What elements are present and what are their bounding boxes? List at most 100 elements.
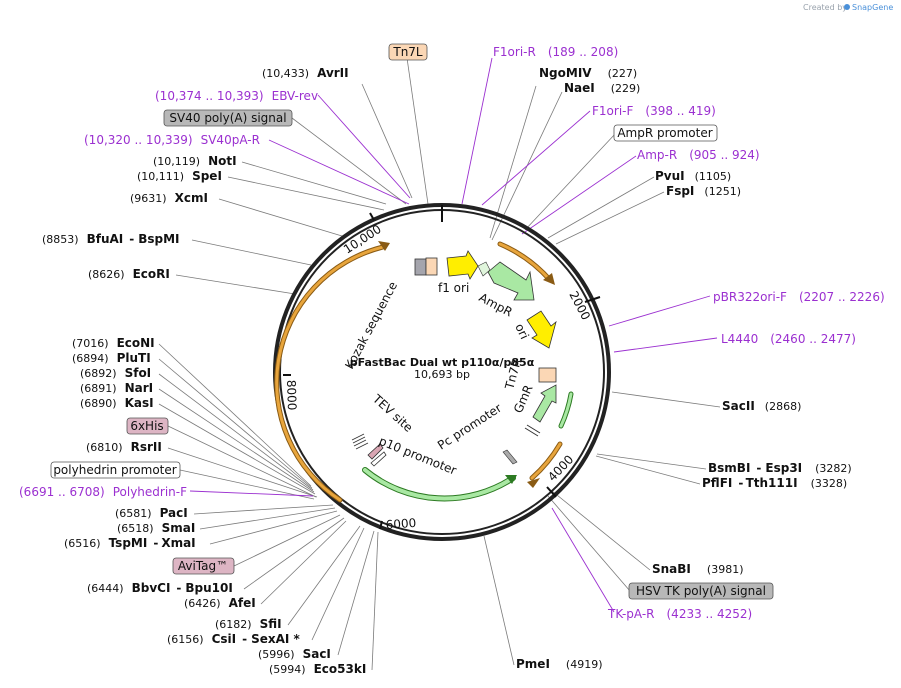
primer-name: F1ori-F	[592, 104, 633, 118]
ampr-promoter-box-label: AmpR promoter	[617, 126, 712, 140]
svg-text:(5996)SacI: (5996) SacI	[258, 647, 331, 661]
svg-text:(6444)BbvCI-Bpu10I: (6444)BbvCI-Bpu10I	[87, 581, 233, 595]
svg-text:pBR322ori-F(2207 .. 2226): pBR322ori-F(2207 .. 2226)	[713, 290, 885, 304]
svg-text:(6516)TspMI-XmaI: (6516)TspMI-XmaI	[64, 536, 196, 550]
svg-text:(10,111)SpeI: (10,111)SpeI	[137, 169, 222, 183]
sv40-polya-box	[163, 109, 293, 127]
his-tag-box-label: 6xHis	[130, 419, 163, 433]
enzyme-pos: (4919)	[566, 658, 603, 671]
svg-text:(7016)EcoNI: (7016) EcoNI	[72, 336, 155, 350]
enzyme-pos: (227)	[608, 67, 638, 80]
svg-text:(6892)SfoI: (6892)SfoI	[80, 366, 151, 380]
his-tag-box	[126, 417, 169, 435]
primer-name: TK-pA-R	[607, 607, 655, 621]
svg-text:(6182)SfiI: (6182)SfiI	[215, 617, 282, 631]
enzyme-pos: (6891)	[80, 382, 117, 395]
svg-text:BsmBI-Esp3I(3282): BsmBI-Esp3I(3282)	[708, 461, 852, 475]
enzyme-pos: (3282)	[815, 462, 852, 475]
svg-text:F1ori-F(398 .. 419): F1ori-F (398 .. 419)	[592, 104, 716, 118]
enzyme-labels-left: (10,433)AvrII (10,119)NotI (10,111)SpeI …	[42, 66, 366, 676]
svg-text:(6891)NarI: (6891) NarI	[80, 381, 153, 395]
primer-name: SV40pA-R	[201, 133, 260, 147]
enzyme-pos: (5996)	[258, 648, 295, 661]
svg-text:TK-pA-R(4233 .. 4252): TK-pA-R (4233 .. 4252)	[607, 607, 752, 621]
enzyme-pos: (3328)	[811, 477, 848, 490]
svg-text:PmeI(4919): PmeI(4919)	[516, 657, 602, 671]
polyhedrin-promoter-box-label: polyhedrin promoter	[53, 463, 176, 477]
promoter-arrowhead	[505, 475, 517, 484]
enzyme-name: NotI	[208, 154, 237, 168]
tn7l-box-label: Tn7L	[392, 45, 423, 59]
tn7r-feature	[538, 367, 557, 383]
enzyme-pos: (10,119)	[153, 155, 200, 168]
primer-range: (189 .. 208)	[548, 45, 618, 59]
enzyme-pos: (6581)	[115, 507, 152, 520]
svg-text:(6810)RsrII: (6810)RsrII	[86, 440, 162, 454]
enzyme-name: PluTI	[117, 351, 151, 365]
primer-range: (905 .. 924)	[689, 148, 759, 162]
svg-text:FspI(1251): FspI(1251)	[666, 184, 741, 198]
enzyme-pos: (7016)	[72, 337, 109, 350]
gm-small-arc	[559, 392, 573, 428]
avitag-box-label: AviTag™	[178, 559, 228, 573]
tn7l-box	[388, 43, 428, 61]
plasmid-name: pFastBac Dual wt p110α/p85α	[350, 356, 535, 369]
enzyme-name: SmaI	[162, 521, 196, 535]
svg-text:(6691 .. 6708)Polyhedrin-F: (6691 .. 6708)Polyhedrin-F	[19, 485, 187, 499]
svg-text:(10,119)NotI: (10,119) NotI	[153, 154, 237, 168]
enzyme-name-2: Bpu10I	[185, 581, 232, 595]
svg-text:(10,433)AvrII: (10,433) AvrII	[262, 66, 349, 80]
ampr-promoter-box	[613, 124, 718, 142]
primer-range: (2207 .. 2226)	[799, 290, 885, 304]
enzyme-pos: (8853)	[42, 233, 79, 246]
enzyme-name: XcmI	[175, 191, 208, 205]
enzyme-pos: (10,111)	[137, 170, 184, 183]
enzyme-name: AfeI	[229, 596, 256, 610]
polyhedrin-promoter-box	[50, 461, 181, 479]
enzyme-pos: (6810)	[86, 441, 123, 454]
terminator-feature	[502, 449, 518, 465]
enzyme-name: PflFI	[702, 476, 732, 490]
primer-range: (10,374 .. 10,393)	[155, 89, 264, 103]
ampr-feature	[487, 261, 535, 301]
orf-arcs	[275, 242, 562, 502]
ori-label: ori	[512, 321, 531, 341]
primer-name: F1ori-R	[493, 45, 536, 59]
primer-range: (4233 .. 4252)	[667, 607, 753, 621]
svg-text:(6156)CsiI-SexAI *: (6156)CsiI-SexAI *	[167, 632, 301, 646]
enzyme-pos: (6156)	[167, 633, 204, 646]
enzyme-pos: (10,433)	[262, 67, 309, 80]
enzyme-name: SacI	[303, 647, 331, 661]
pc-promoter-label: Pc promoter	[435, 401, 504, 453]
avitag-box	[172, 557, 235, 575]
enzyme-name: AvrII	[317, 66, 349, 80]
enzyme-name-2: BspMI	[138, 232, 179, 246]
ampr-promoter-feature	[477, 261, 491, 277]
tick-label-6000: 6000	[385, 516, 416, 532]
enzyme-name: SfiI	[260, 617, 282, 631]
svg-text:(6894)PluTI: (6894) PluTI	[72, 351, 151, 365]
enzyme-pos: (6894)	[72, 352, 109, 365]
svg-text:(6426)AfeI: (6426) AfeI	[184, 596, 256, 610]
enzyme-name: CsiI	[212, 632, 237, 646]
enzyme-name: NaeI	[564, 81, 595, 95]
enzyme-name: NarI	[125, 381, 154, 395]
enzyme-name: EcoNI	[117, 336, 155, 350]
svg-text:Amp-R(905 .. 924): Amp-R(905 .. 924)	[637, 148, 760, 162]
tev-site-label: TEV site	[369, 391, 415, 435]
promoter-arc	[363, 468, 515, 501]
enzyme-pos: (229)	[611, 82, 641, 95]
orf-arrowhead-2	[527, 478, 540, 488]
enzyme-name: BbvCI	[132, 581, 171, 595]
enzyme-pos: (6426)	[184, 597, 221, 610]
feature-connectors	[167, 57, 631, 592]
svg-text:SnaBI(3981): SnaBI(3981)	[652, 562, 743, 576]
enzyme-pos: (9631)	[130, 192, 167, 205]
enzyme-pos: (6518)	[117, 522, 154, 535]
enzyme-name: PvuI	[655, 169, 685, 183]
enzyme-name-2: SexAI *	[251, 632, 300, 646]
primer-range: (398 .. 419)	[645, 104, 715, 118]
enzyme-name: PacI	[160, 506, 188, 520]
enzyme-pos: (1251)	[704, 185, 741, 198]
svg-text:NaeI(229): NaeI (229)	[564, 81, 640, 95]
